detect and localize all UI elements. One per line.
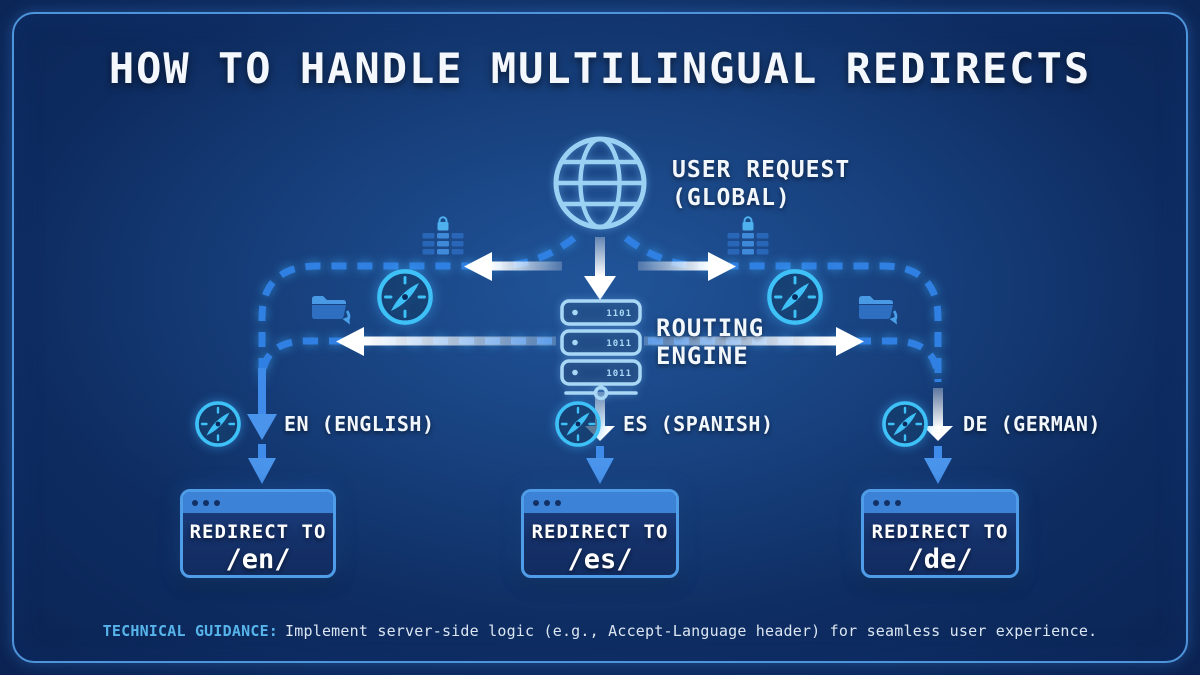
technical-guidance-text: Implement server-side logic (e.g., Accep… xyxy=(285,622,1098,640)
connector-mid-right xyxy=(648,337,942,383)
redirect-path: /de/ xyxy=(907,544,973,575)
connector-mid-left xyxy=(258,337,552,383)
redirect-path: /en/ xyxy=(225,544,291,575)
connector-top-left xyxy=(258,235,577,374)
redirect-box-body: REDIRECT TO /es/ xyxy=(524,521,676,575)
redirect-label: REDIRECT TO xyxy=(189,521,327,543)
technical-guidance-note: TECHNICAL GUIDANCE: Implement server-side… xyxy=(0,622,1200,640)
routing-engine-line2: ENGINE xyxy=(656,342,749,370)
user-request-line1: USER REQUEST xyxy=(672,157,851,183)
redirect-label: REDIRECT TO xyxy=(871,521,1009,543)
redirect-box-es: REDIRECT TO /es/ xyxy=(521,489,679,578)
window-dot-icon xyxy=(533,499,539,506)
arrow-branch-de xyxy=(923,388,953,484)
connector-top-right xyxy=(623,235,942,374)
window-dot-icon xyxy=(895,499,901,506)
window-dot-icon xyxy=(203,499,209,506)
compass-icon xyxy=(555,401,601,447)
redirect-path: /es/ xyxy=(567,544,633,575)
window-dot-icon xyxy=(214,499,220,506)
technical-guidance-highlight: TECHNICAL GUIDANCE: xyxy=(102,622,279,640)
browser-titlebar xyxy=(864,492,1016,513)
compass-icon xyxy=(882,401,928,447)
browser-titlebar xyxy=(524,492,676,513)
server-stack-icon: 1101 1011 1011 xyxy=(560,299,642,401)
window-dot-icon xyxy=(873,499,879,506)
window-dot-icon xyxy=(884,499,890,506)
arrow-branch-en xyxy=(247,368,277,484)
compass-icon xyxy=(769,271,820,322)
redirect-box-de: REDIRECT TO /de/ xyxy=(861,489,1019,578)
arrow-top-right xyxy=(638,252,736,281)
server-row-text: 1011 xyxy=(606,369,632,379)
window-dot-icon xyxy=(192,499,198,506)
arrow-mid-left xyxy=(336,327,556,356)
page-title: HOW TO HANDLE MULTILINGUAL REDIRECTS xyxy=(108,44,1092,93)
compass-icon xyxy=(195,401,241,447)
compass-icon xyxy=(379,271,430,322)
folder-download-icon xyxy=(857,294,899,326)
routing-engine-line1: ROUTING xyxy=(656,314,765,342)
arrow-globe-to-router xyxy=(584,237,616,300)
server-row-text: 1011 xyxy=(606,339,632,349)
branch-label-es: ES (SPANISH) xyxy=(623,412,774,436)
dashed-connector-paths xyxy=(258,235,942,383)
routing-engine-label: ROUTING ENGINE xyxy=(656,314,764,370)
branch-label-de: DE (GERMAN) xyxy=(963,412,1101,436)
arrow-mid-right xyxy=(644,327,864,356)
redirect-label: REDIRECT TO xyxy=(531,521,669,543)
user-request-label: USER REQUEST (GLOBAL) xyxy=(672,156,850,212)
window-dot-icon xyxy=(544,499,550,506)
globe-icon xyxy=(553,136,647,230)
data-lock-icon xyxy=(421,216,465,256)
user-request-line2: (GLOBAL) xyxy=(672,185,791,211)
arrow-top-left xyxy=(464,252,562,281)
redirect-box-body: REDIRECT TO /de/ xyxy=(864,521,1016,575)
branch-label-en: EN (ENGLISH) xyxy=(284,412,435,436)
browser-titlebar xyxy=(183,492,333,513)
data-lock-icon xyxy=(726,216,770,256)
server-row-text: 1101 xyxy=(606,309,632,319)
redirect-box-body: REDIRECT TO /en/ xyxy=(183,521,333,575)
redirect-box-en: REDIRECT TO /en/ xyxy=(180,489,336,578)
window-dot-icon xyxy=(555,499,561,506)
folder-download-icon xyxy=(310,294,352,326)
